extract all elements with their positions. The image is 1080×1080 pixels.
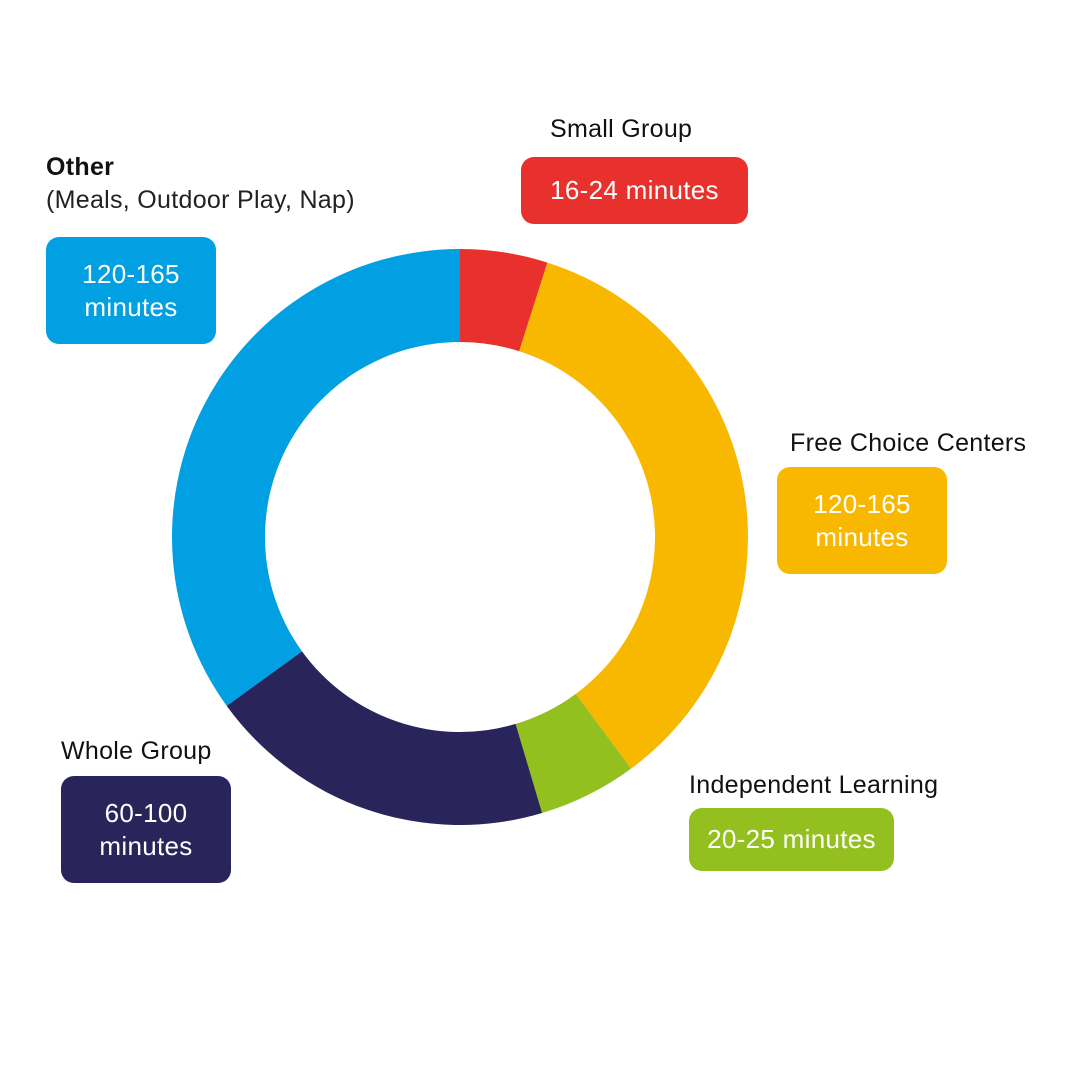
badge-independent-learning: 20-25 minutes: [689, 808, 894, 871]
label-small-group: Small Group: [550, 115, 693, 143]
badge-free-choice-centers: 120-165 minutes: [777, 467, 947, 574]
badge-whole-group: 60-100 minutes: [61, 776, 231, 883]
donut-slice-other: [172, 248, 461, 706]
value-free-choice-centers: 120-165 minutes: [813, 488, 911, 552]
label-whole-group: Whole Group: [61, 737, 212, 765]
donut-slice-free-choice-centers: [519, 262, 748, 769]
sublabel-other: (Meals, Outdoor Play, Nap): [46, 186, 355, 214]
value-other: 120-165 minutes: [82, 258, 180, 322]
donut-slice-small-group: [460, 249, 548, 352]
value-independent-learning: 20-25 minutes: [707, 824, 876, 854]
label-other: Other: [46, 153, 115, 181]
label-independent-learning: Independent Learning: [689, 771, 939, 799]
donut-slice-whole-group: [226, 651, 543, 825]
value-whole-group: 60-100 minutes: [99, 797, 193, 861]
badge-other: 120-165 minutes: [46, 237, 216, 344]
badge-small-group: 16-24 minutes: [521, 157, 748, 224]
label-free-choice-centers: Free Choice Centers: [790, 429, 1027, 457]
donut-slice-independent-learning: [515, 693, 632, 814]
value-small-group: 16-24 minutes: [550, 175, 719, 205]
